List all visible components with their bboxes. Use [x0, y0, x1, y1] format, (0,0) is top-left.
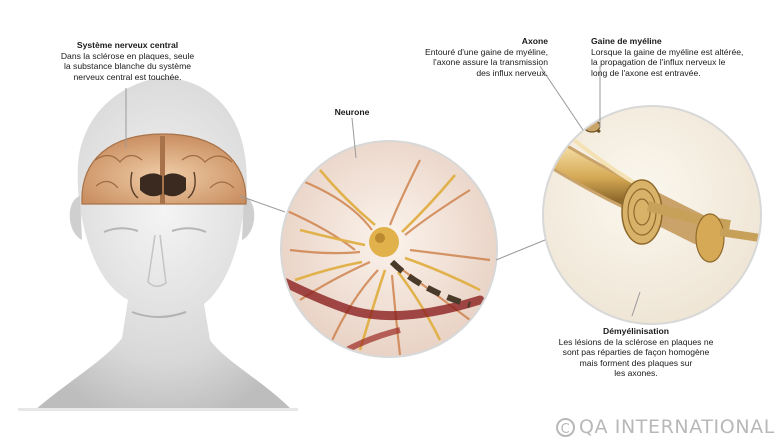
label-axon: Axone Entouré d'une gaine de myéline, l'…: [370, 36, 548, 78]
label-demyelination: Démyélinisation Les lésions de la scléro…: [536, 326, 736, 379]
copyright-text: QA INTERNATIONAL: [579, 416, 775, 438]
label-myelin-title: Gaine de myéline: [591, 36, 781, 47]
head-illustration: [35, 78, 292, 410]
copyright-icon: C: [556, 418, 575, 437]
label-neuron-title: Neurone: [322, 107, 382, 118]
label-cns-title: Système nerveux central: [25, 40, 230, 51]
label-myelin-desc: Lorsque la gaine de myéline est altérée,…: [591, 47, 781, 79]
neuron-circle: [280, 141, 497, 360]
floor-line: [18, 408, 298, 411]
label-demyelination-title: Démyélinisation: [536, 326, 736, 337]
label-neuron: Neurone: [322, 107, 382, 118]
label-axon-desc: Entouré d'une gaine de myéline, l'axone …: [370, 47, 548, 79]
label-cns-desc: Dans la sclérose en plaques, seule la su…: [25, 51, 230, 83]
label-cns: Système nerveux central Dans la sclérose…: [25, 40, 230, 82]
label-myelin: Gaine de myéline Lorsque la gaine de myé…: [591, 36, 781, 78]
label-axon-title: Axone: [370, 36, 548, 47]
axon-circle: [543, 106, 761, 324]
label-demyelination-desc: Les lésions de la sclérose en plaques ne…: [536, 337, 736, 379]
